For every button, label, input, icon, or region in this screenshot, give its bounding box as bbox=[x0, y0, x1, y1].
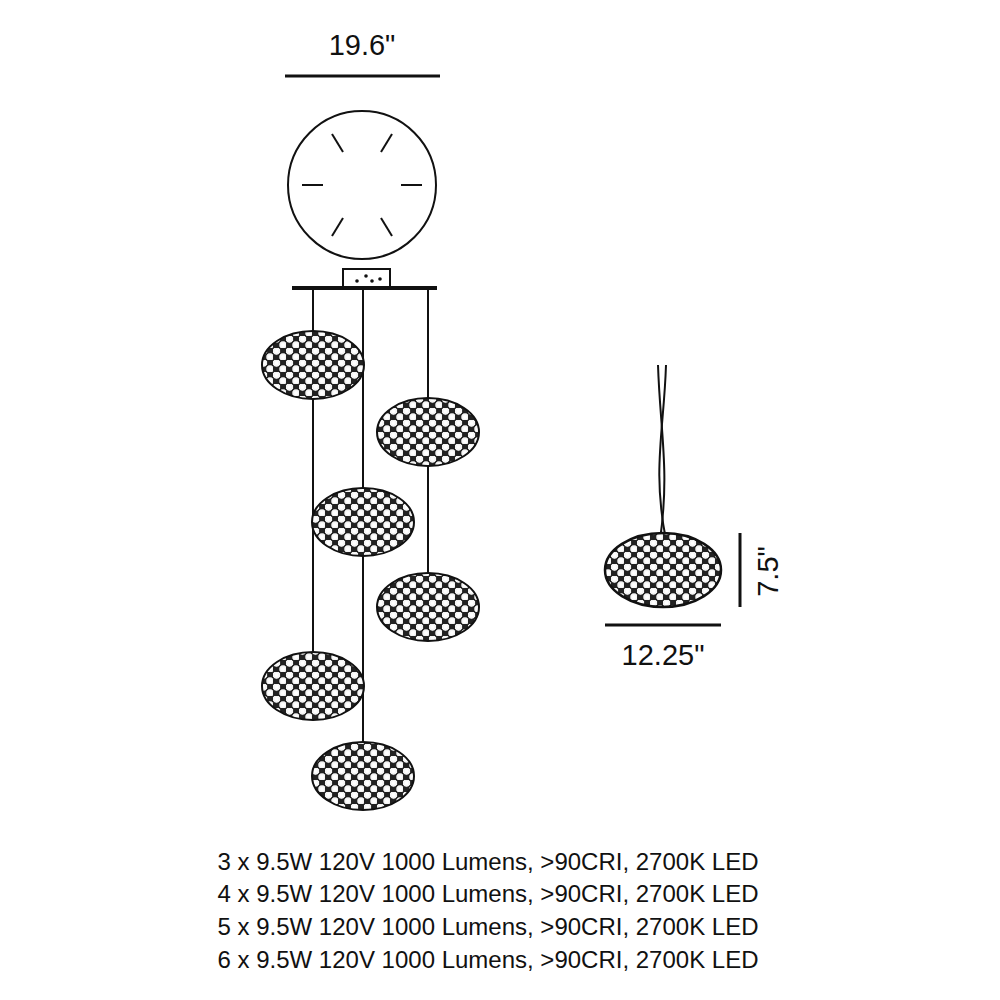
spec-line: 4 x 9.5W 120V 1000 Lumens, >90CRI, 2700K… bbox=[218, 882, 759, 906]
dimension-height: 7.5" bbox=[753, 546, 782, 597]
dimension-width: 19.6" bbox=[329, 31, 396, 60]
spec-line: 6 x 9.5W 120V 1000 Lumens, >90CRI, 2700K… bbox=[218, 948, 759, 972]
dimension-diameter: 12.25" bbox=[622, 641, 705, 670]
spec-line: 3 x 9.5W 120V 1000 Lumens, >90CRI, 2700K… bbox=[218, 850, 759, 874]
spec-line: 5 x 9.5W 120V 1000 Lumens, >90CRI, 2700K… bbox=[218, 915, 759, 939]
